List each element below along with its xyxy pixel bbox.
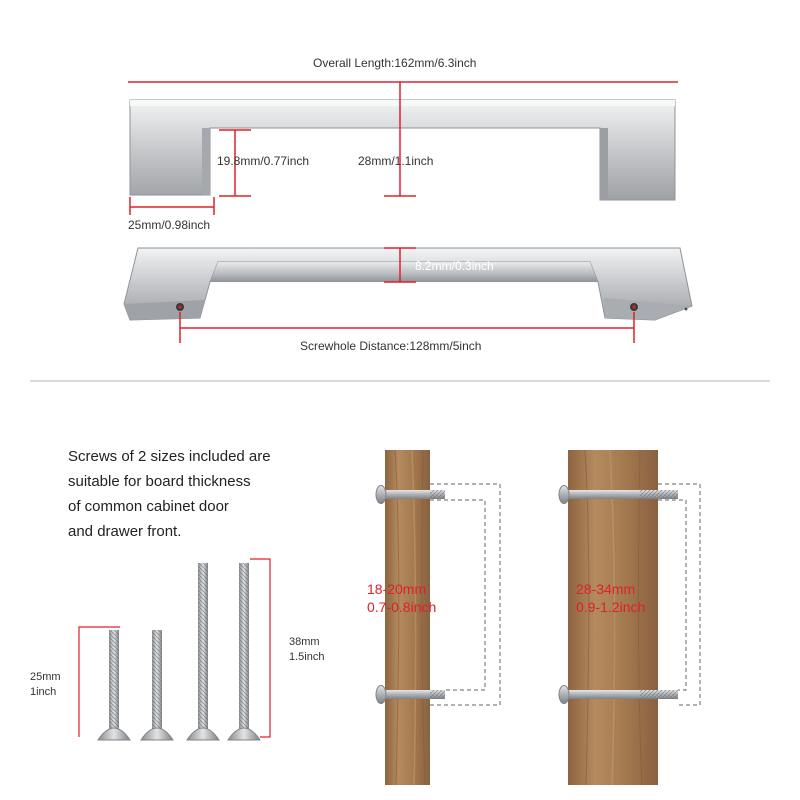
thick-board-inch: 0.9-1.2inch [576,599,646,615]
projection-label: 28mm/1.1inch [358,154,434,168]
end-width-label: 25mm/0.98inch [128,218,211,232]
board-thick [558,449,701,786]
thick-board-mm: 28-34mm [576,581,636,597]
bar-thickness-label: 8.2mm/0.3inch [415,259,494,273]
inner-height-label: 19.8mm/0.77inch [217,154,310,168]
short-screw-inch: 1inch [30,686,57,698]
bar-thickness-marker [384,247,416,283]
description-line: and drawer front. [68,523,182,540]
overall-length-label: Overall Length:162mm/6.3inch [313,56,477,70]
screwhole-distance-marker [179,312,635,343]
short-screw-mm: 25mm [30,671,61,683]
thin-board-inch: 0.7-0.8inch [367,599,437,615]
handle-perspective-view [123,247,693,321]
inner-height-marker [219,129,251,197]
board-thin [375,449,501,786]
screws-description: Screws of 2 sizes included are suitable … [68,444,318,544]
screwhole-distance-label: Screwhole Distance:128mm/5inch [300,339,482,353]
screws-illustration [97,563,261,741]
long-screw-bracket [250,558,271,738]
thin-board-mm: 18-20mm [367,581,427,597]
short-screw-bracket [78,626,120,737]
long-screw-inch: 1.5inch [289,651,325,663]
description-line: of common cabinet door [68,498,229,515]
end-width-marker [129,197,215,215]
handle-front-view [129,99,676,201]
description-line: Screws of 2 sizes included are [68,448,271,465]
long-screw-mm: 38mm [289,636,320,648]
overall-length-marker [128,81,678,197]
description-line: suitable for board thickness [68,473,251,490]
